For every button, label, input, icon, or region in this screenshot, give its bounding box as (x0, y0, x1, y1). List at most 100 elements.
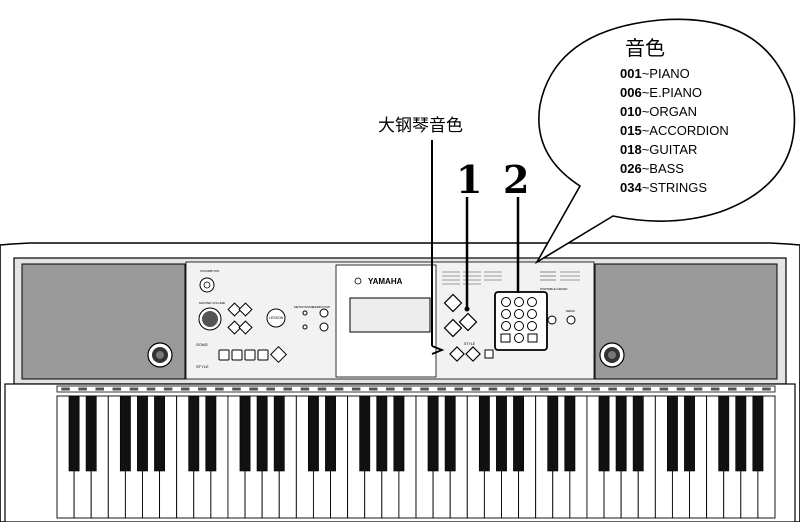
black-key[interactable] (615, 395, 627, 472)
key-label-mark (762, 387, 771, 391)
voice-entry: 015~ACCORDION (620, 123, 729, 138)
style-select-label: STYLE (464, 342, 476, 346)
black-keys (68, 395, 764, 472)
black-key[interactable] (547, 395, 559, 472)
key-label-mark (232, 387, 241, 391)
metronome-label: METRONOME (294, 305, 314, 309)
voice-select-diamonds[interactable] (443, 293, 481, 362)
song-label: SONG (196, 342, 208, 347)
black-key[interactable] (188, 395, 200, 472)
black-key[interactable] (307, 395, 319, 472)
black-key[interactable] (752, 395, 764, 472)
step1-number: 1 (456, 157, 482, 202)
black-key[interactable] (256, 395, 268, 472)
lesson-button[interactable] (266, 308, 286, 328)
master-volume-knob[interactable] (198, 307, 222, 331)
step2-number: 2 (503, 157, 529, 202)
key-label-mark (163, 387, 173, 391)
step1-arrow (464, 197, 470, 312)
black-key[interactable] (632, 395, 644, 472)
voice-button[interactable] (484, 349, 494, 359)
key-label-mark (420, 387, 429, 391)
key-label-mark (386, 387, 395, 391)
key-label-mark (539, 387, 549, 391)
key-label-mark (215, 387, 224, 391)
grand-piano-arrow (431, 140, 445, 355)
standby-button[interactable] (199, 277, 215, 293)
key-label-mark (522, 387, 532, 391)
black-key[interactable] (735, 395, 747, 472)
black-key[interactable] (273, 395, 285, 472)
black-key[interactable] (205, 395, 217, 472)
black-key[interactable] (478, 395, 490, 472)
voice-entry: 001~PIANO (620, 66, 690, 81)
black-key[interactable] (393, 395, 405, 472)
key-label-mark (351, 387, 361, 391)
black-key[interactable] (496, 395, 507, 472)
key-label-ticks (61, 387, 771, 391)
lesson-diamond-buttons[interactable] (227, 302, 253, 335)
black-key[interactable] (85, 395, 97, 472)
key-label-mark (642, 387, 652, 391)
black-key[interactable] (598, 395, 610, 472)
black-key[interactable] (684, 395, 695, 472)
black-key[interactable] (119, 395, 131, 472)
black-key[interactable] (718, 395, 730, 472)
key-label-mark (198, 387, 207, 391)
key-label-mark (745, 387, 754, 391)
master-volume-label: MASTER VOLUME (199, 301, 225, 305)
key-label-mark (557, 387, 566, 391)
key-label-mark (505, 387, 515, 391)
black-key[interactable] (359, 395, 371, 472)
key-label-mark (454, 387, 464, 391)
black-key[interactable] (154, 395, 166, 472)
metronome-buttons[interactable] (302, 308, 329, 332)
portable-grand-label: PORTABLE GRAND (540, 287, 568, 291)
key-label-mark (488, 387, 498, 391)
key-label-mark (727, 387, 737, 391)
voice-entry: 010~ORGAN (620, 104, 697, 119)
key-label-mark (283, 387, 293, 391)
black-key[interactable] (376, 395, 388, 472)
key-label-mark (710, 387, 720, 391)
black-key[interactable] (513, 395, 525, 472)
key-label-mark (129, 387, 139, 391)
voice-entry: 034~STRINGS (620, 180, 707, 195)
demo-buttons[interactable] (547, 315, 576, 325)
black-key[interactable] (68, 395, 80, 472)
key-label-mark (78, 387, 87, 391)
key-label-mark (180, 387, 190, 391)
key-label-mark (368, 387, 378, 391)
key-label-mark (112, 387, 122, 391)
brand-logo: YAMAHA (368, 277, 403, 286)
key-label-mark (471, 387, 481, 391)
key-label-mark (625, 387, 634, 391)
key-label-mark (591, 387, 600, 391)
key-label-mark (300, 387, 310, 391)
key-label-mark (95, 387, 105, 391)
key-label-mark (249, 387, 258, 391)
demo-label: DEMO (566, 309, 576, 313)
black-key[interactable] (137, 395, 148, 472)
grand-piano-callout: 大钢琴音色 (378, 116, 463, 136)
black-key[interactable] (564, 395, 576, 472)
key-label-mark (659, 387, 669, 391)
key-label-mark (317, 387, 327, 391)
black-key[interactable] (666, 395, 678, 472)
key-label-mark (334, 387, 344, 391)
tempo-label: TEMPO/TAP (313, 305, 330, 309)
lesson-label: LESSON (269, 316, 284, 320)
standby-label: STANDBY/ON (200, 269, 219, 273)
black-key[interactable] (427, 395, 439, 472)
key-label-mark (146, 387, 156, 391)
black-key[interactable] (239, 395, 251, 472)
black-key[interactable] (444, 395, 456, 472)
key-label-mark (676, 387, 686, 391)
style-label: STYLE (196, 364, 209, 369)
voice-callout-bubble (534, 18, 796, 265)
black-key[interactable] (325, 395, 336, 472)
song-control-buttons[interactable] (218, 346, 287, 363)
voice-entry: 006~E.PIANO (620, 85, 702, 100)
key-label-mark (266, 387, 275, 391)
